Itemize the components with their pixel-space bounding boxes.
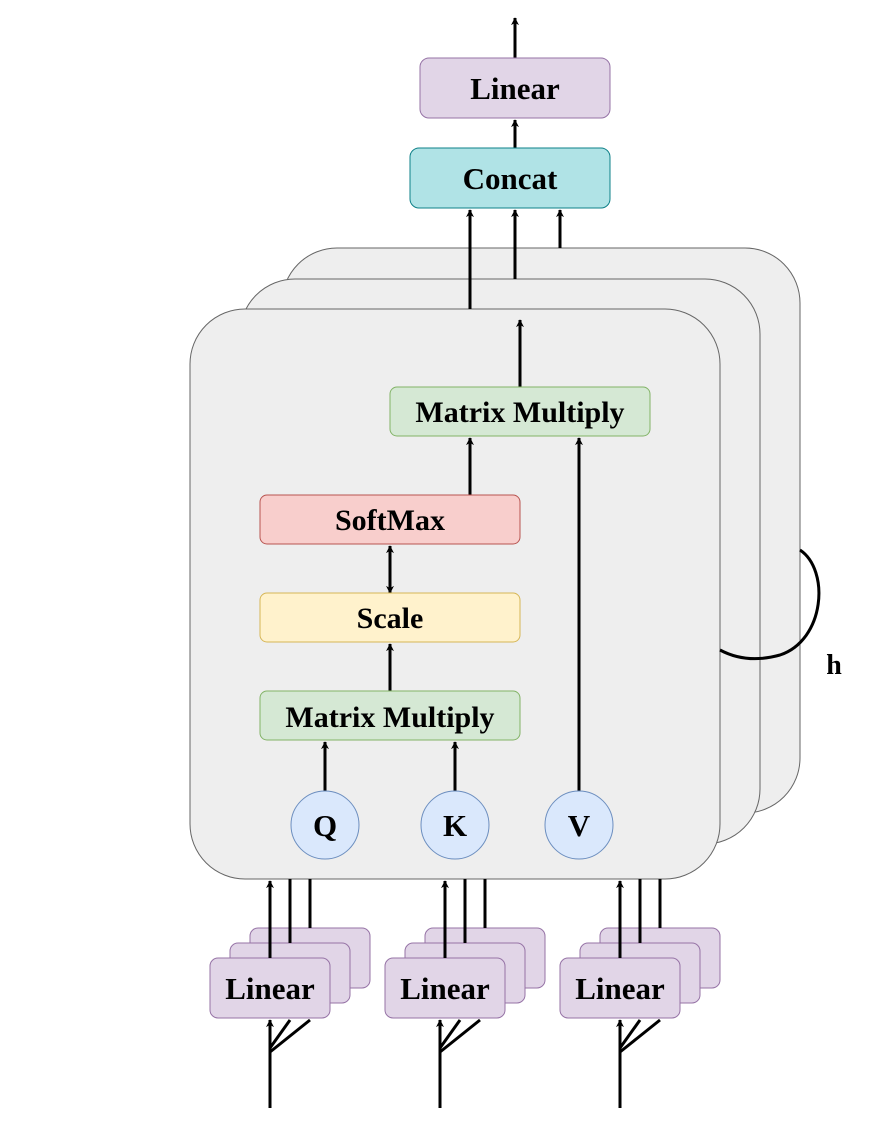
concat-box <box>409 147 611 209</box>
heads-bracket <box>719 548 821 661</box>
matmul-top-box <box>389 386 651 437</box>
input-linear-v-label: Linear <box>575 971 665 1006</box>
q-node <box>290 790 360 860</box>
input-linear-group-k <box>384 879 546 1108</box>
input-linear-group-v <box>559 879 721 1108</box>
input-linear-q-label: Linear <box>225 971 315 1006</box>
output-linear-label: Linear <box>470 71 560 106</box>
v-node <box>544 790 614 860</box>
matmul-bottom-box <box>259 690 521 741</box>
v-label: V <box>568 808 591 843</box>
heads-count-label: h <box>826 650 842 681</box>
scale-box <box>259 592 521 643</box>
softmax-label: SoftMax <box>335 504 445 537</box>
input-linear-k-label: Linear <box>400 971 490 1006</box>
scale-label: Scale <box>357 602 424 635</box>
concat-label: Concat <box>463 161 558 196</box>
k-label: K <box>443 808 467 843</box>
softmax-box <box>259 494 521 545</box>
input-linear-group-q <box>209 879 371 1108</box>
q-label: Q <box>313 808 337 843</box>
k-node <box>420 790 490 860</box>
output-linear-box <box>419 57 611 119</box>
matmul-bottom-label: Matrix Multiply <box>285 701 494 734</box>
matmul-top-label: Matrix Multiply <box>415 396 624 429</box>
